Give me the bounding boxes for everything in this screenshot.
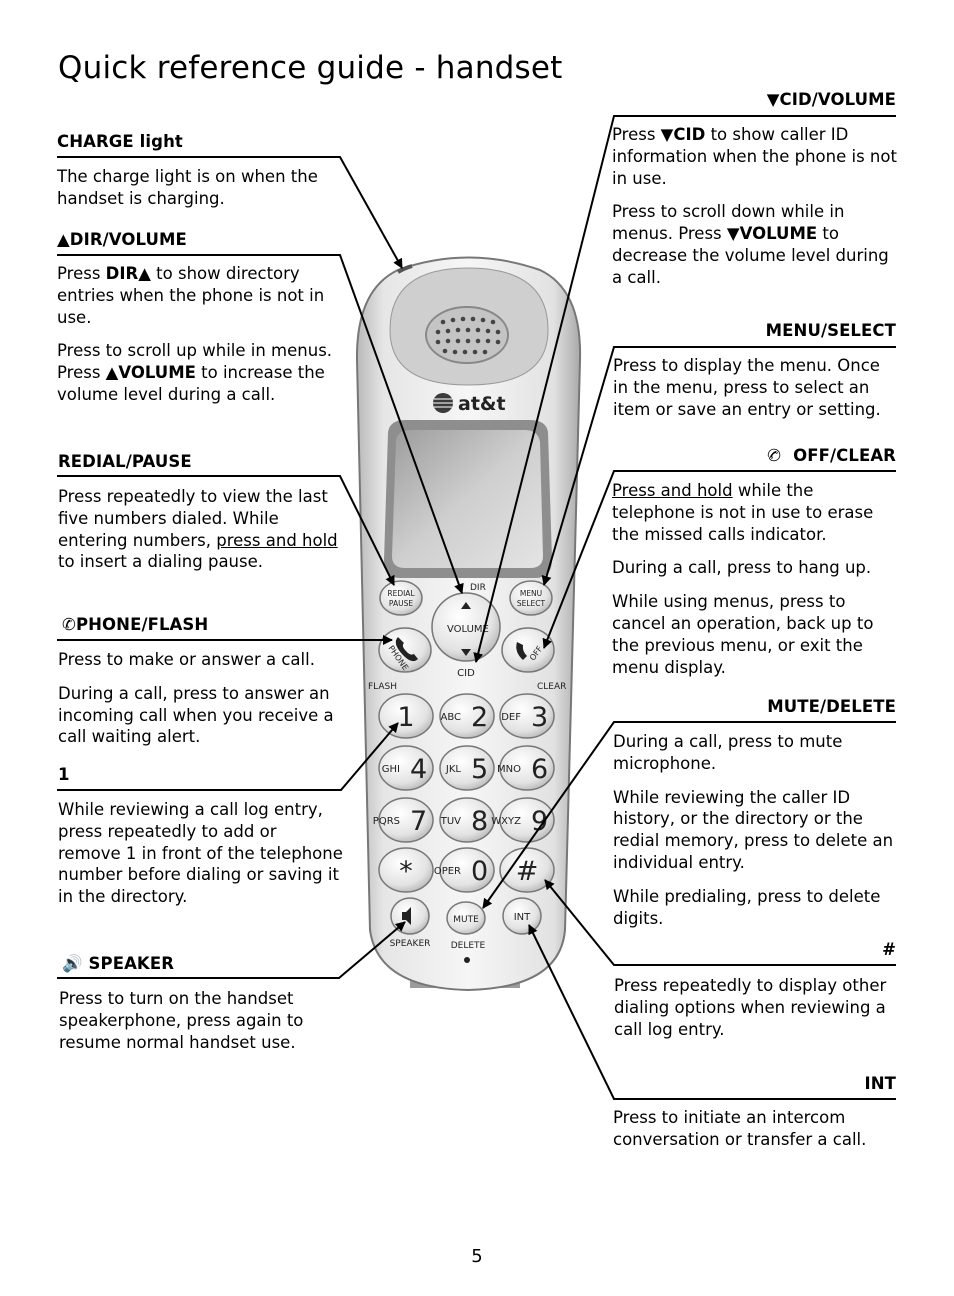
cid-label: CID <box>457 668 475 679</box>
dial-key-5[interactable]: JKL 5 <box>439 745 495 791</box>
off-clear-text: Press and hold while the telephone is no… <box>612 481 874 677</box>
dial-key-letters: WXYZ <box>491 816 521 827</box>
off-clear-heading: ✆ OFF/CLEAR <box>764 444 896 467</box>
speaker-text: Press to turn on the handset speakerphon… <box>59 989 304 1052</box>
dial-key-hash[interactable]: # <box>499 847 555 893</box>
down-arrow-icon <box>461 649 471 656</box>
menu-select-text: Press to display the menu. Once in the m… <box>613 356 881 419</box>
cid-volume-text: Press ▼CID to show caller ID information… <box>612 125 897 287</box>
up-triangle-icon: ▲ <box>57 230 70 249</box>
redial-pause-text: Press repeatedly to view the last five n… <box>58 487 338 572</box>
mute-delete-text: During a call, press to mute microphone.… <box>613 732 894 928</box>
up-arrow-icon <box>461 602 471 609</box>
charge-light-text: The charge light is on when the handset … <box>57 167 318 208</box>
speaker-icon <box>402 907 411 925</box>
svg-text:SPEAKER: SPEAKER <box>390 939 431 949</box>
mute-delete-key[interactable]: MUTE DELETE <box>446 901 486 963</box>
dial-key-digit: 7 <box>410 806 427 837</box>
off-clear-key[interactable]: OFF <box>501 627 555 673</box>
dial-key-digit: 4 <box>410 754 427 785</box>
dial-key-7[interactable]: PQRS 7 <box>373 797 434 843</box>
phone-icon: ✆ <box>62 615 76 634</box>
dial-key-letters: JKL <box>445 764 462 775</box>
dial-key-digit: 9 <box>531 806 548 837</box>
page-title: Quick reference guide - handset <box>58 50 563 86</box>
redial-pause-key[interactable]: REDIAL PAUSE <box>379 580 423 616</box>
svg-text:INT: INT <box>514 912 531 923</box>
speaker-key[interactable]: SPEAKER <box>390 897 431 949</box>
flash-label: FLASH <box>368 682 397 692</box>
menu-select-key[interactable]: MENU SELECT <box>509 580 553 616</box>
dial-key-letters: DEF <box>501 712 521 723</box>
speaker-heading: 🔊 SPEAKER <box>62 954 174 973</box>
phone-flash-key[interactable]: PHONE <box>378 627 432 673</box>
dial-key-letters: OPER <box>434 866 461 877</box>
int-text: Press to initiate an intercom conversati… <box>613 1108 867 1149</box>
dial-key-digit: 3 <box>531 702 548 733</box>
dial-key-digit: 5 <box>471 754 488 785</box>
navigation-key[interactable]: DIR VOLUME CID <box>431 583 501 679</box>
phone-flash-heading: ✆PHONE/FLASH <box>62 615 209 634</box>
int-heading: INT <box>864 1074 896 1093</box>
svg-text:PAUSE: PAUSE <box>389 599 413 608</box>
off-phone-icon: ✆ <box>764 444 785 467</box>
dial-key-letters: GHI <box>382 764 400 775</box>
charge-light-heading: CHARGE light <box>57 132 183 151</box>
earpiece-icon <box>435 316 501 355</box>
dial-key-digit: * <box>399 856 413 887</box>
dial-key-letters: MNO <box>497 764 521 775</box>
display-screen <box>384 420 552 578</box>
dial-key-3[interactable]: DEF 3 <box>499 693 555 739</box>
speaker-icon: 🔊 <box>62 954 83 973</box>
dial-key-1[interactable]: 1 <box>378 693 434 739</box>
mute-delete-heading: MUTE/DELETE <box>767 697 896 716</box>
cid-volume-heading: ▼CID/VOLUME <box>766 90 896 109</box>
key-1-heading: 1 <box>58 765 70 784</box>
svg-text:MENU: MENU <box>520 589 542 598</box>
dial-key-2[interactable]: ABC 2 <box>439 693 495 739</box>
redial-pause-heading: REDIAL/PAUSE <box>58 452 192 471</box>
svg-text:SELECT: SELECT <box>517 599 546 608</box>
dial-key-letters: ABC <box>440 712 461 723</box>
dial-key-8[interactable]: TUV 8 <box>439 797 495 843</box>
key-1-text: While reviewing a call log entry, press … <box>58 800 343 907</box>
dial-key-6[interactable]: MNO 6 <box>497 745 555 791</box>
dial-key-digit: # <box>516 856 539 887</box>
clear-label: CLEAR <box>537 682 566 692</box>
svg-text:DELETE: DELETE <box>451 941 486 951</box>
dial-key-digit: 1 <box>397 702 414 733</box>
phone-icon <box>395 637 418 662</box>
dial-key-digit: 2 <box>471 702 488 733</box>
int-key[interactable]: INT <box>502 897 542 935</box>
dial-key-star[interactable]: * <box>378 847 434 893</box>
att-logo: at&t <box>433 393 506 415</box>
off-phone-icon <box>516 642 527 660</box>
dial-key-digit: 0 <box>471 856 488 887</box>
dial-key-letters: PQRS <box>373 816 400 827</box>
page-number: 5 <box>471 1246 483 1267</box>
dir-volume-heading: ▲DIR/VOLUME <box>57 230 187 249</box>
callout-lines <box>57 115 896 1100</box>
down-triangle-icon: ▼ <box>766 90 780 109</box>
brand-text: at&t <box>458 393 506 415</box>
hash-heading: # <box>882 940 896 959</box>
dial-key-0[interactable]: OPER 0 <box>434 847 495 893</box>
dial-key-9[interactable]: WXYZ 9 <box>491 797 555 843</box>
menu-select-heading: MENU/SELECT <box>765 321 896 340</box>
dial-key-letters: TUV <box>440 816 461 827</box>
dir-label: DIR <box>470 583 486 593</box>
svg-text:MUTE: MUTE <box>453 915 479 925</box>
dial-key-4[interactable]: GHI 4 <box>378 745 434 791</box>
hash-text: Press repeatedly to display other dialin… <box>614 976 887 1039</box>
dir-volume-text: Press DIR▲ to show directory entries whe… <box>57 264 333 404</box>
microphone-icon <box>464 957 470 963</box>
svg-text:REDIAL: REDIAL <box>387 589 415 598</box>
dial-key-digit: 8 <box>471 806 488 837</box>
phone-flash-text: Press to make or answer a call. During a… <box>58 650 334 747</box>
dial-key-digit: 6 <box>531 754 548 785</box>
volume-label: VOLUME <box>447 624 489 635</box>
